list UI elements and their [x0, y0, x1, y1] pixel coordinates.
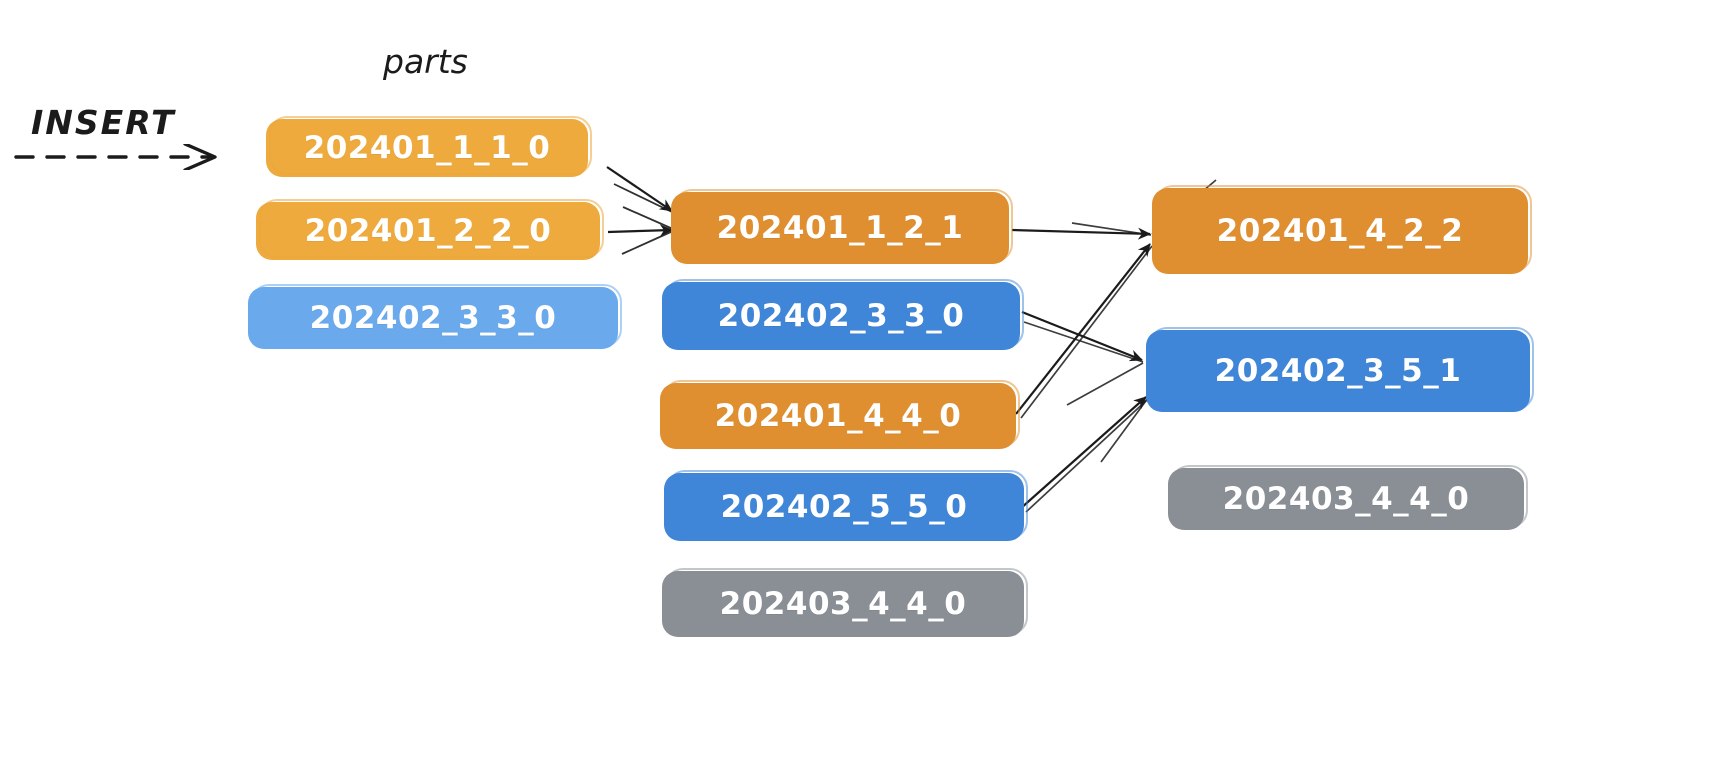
part-box-202402_3_3_0-col1[interactable]: 202402_3_3_0 [248, 284, 622, 349]
part-box-202401_2_2_0[interactable]: 202401_2_2_0 [256, 199, 604, 260]
part-box-label: 202403_4_4_0 [1222, 480, 1470, 517]
part-box-label: 202401_1_2_1 [716, 209, 964, 246]
edge-202402_3_3_0-to-202402_3_5_1 [1021, 310, 1144, 406]
edge-202401_1_1_0-to-202401_1_2_1 [606, 166, 673, 213]
part-box-label: 202402_5_5_0 [720, 488, 968, 525]
part-box-label: 202401_4_4_0 [714, 397, 962, 434]
part-box-202401_4_2_2[interactable]: 202401_4_2_2 [1152, 185, 1532, 274]
part-box-label: 202402_3_5_1 [1214, 352, 1462, 389]
part-box-202401_4_4_0[interactable]: 202401_4_4_0 [660, 380, 1020, 449]
edge-202401_2_2_0-to-202401_1_2_1 [607, 206, 674, 255]
part-box-202402_3_5_1[interactable]: 202402_3_5_1 [1146, 327, 1534, 412]
part-box-label: 202402_3_3_0 [717, 297, 965, 334]
insert-label: INSERT [31, 103, 176, 142]
part-box-202402_5_5_0[interactable]: 202402_5_5_0 [664, 470, 1028, 541]
part-box-label: 202401_1_1_0 [303, 129, 551, 166]
part-box-202403_4_4_0-col2[interactable]: 202403_4_4_0 [662, 568, 1028, 637]
edge-202402_5_5_0-to-202402_3_5_1 [1019, 396, 1149, 513]
part-box-label: 202402_3_3_0 [309, 299, 557, 336]
part-box-202402_3_3_0-col2[interactable]: 202402_3_3_0 [662, 279, 1024, 350]
edge-202401_4_4_0-to-202401_4_2_2 [1015, 243, 1153, 419]
part-box-202403_4_4_0-col3[interactable]: 202403_4_4_0 [1168, 465, 1528, 530]
part-box-202401_1_1_0[interactable]: 202401_1_1_0 [266, 116, 592, 177]
part-box-label: 202401_4_2_2 [1216, 212, 1464, 249]
part-box-label: 202403_4_4_0 [719, 585, 967, 622]
part-box-202401_1_2_1[interactable]: 202401_1_2_1 [671, 189, 1013, 264]
parts-title: parts [383, 42, 468, 81]
part-box-label: 202401_2_2_0 [304, 212, 552, 249]
